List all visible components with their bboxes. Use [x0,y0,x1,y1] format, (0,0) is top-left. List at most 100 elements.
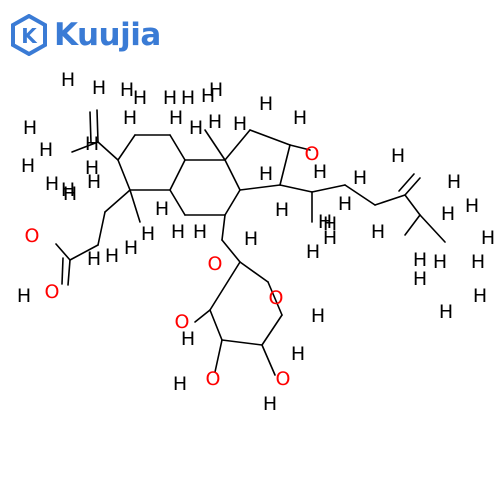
hydrogen-atom-label: H [259,93,273,115]
hydrogen-atom-label: H [471,251,485,273]
hydrogen-atom-label: H [45,173,59,195]
bond-layer [55,109,446,376]
hydrogen-atom-label: H [259,163,273,185]
hydrogen-atom-label: H [338,193,352,215]
bond-line [261,314,283,346]
hydrogen-atom-label: H [391,145,405,167]
bond-line [97,141,119,161]
bond-line [204,129,226,161]
hydrogen-atom-label: H [105,245,119,267]
hydrogen-atom-label: H [371,221,385,243]
bond-line [221,239,241,263]
bond-line [169,159,186,191]
hydrogen-atom-label: H [133,87,147,109]
oxygen-atom-label: O [175,311,190,333]
hydrogen-atom-label: H [21,155,35,177]
bond-line [374,194,406,206]
hydrogen-atom-label: H [313,161,327,183]
bond-line [311,184,346,193]
bond-line [279,184,313,193]
bond-line [209,309,223,341]
bond-line [214,339,223,373]
bond-line [71,141,99,153]
hydrogen-atom-label: H [87,248,101,270]
bond-line [404,214,421,236]
bond-line [398,173,415,192]
hydrogen-atom-label: H [181,87,195,109]
bond-line [279,144,291,186]
hydrogen-atom-label: H [447,171,461,193]
bond-line [239,184,281,191]
bond-line [221,214,226,241]
hydrogen-atom-label: H [201,85,215,107]
hydrogen-atom-label: H [413,249,427,271]
bond-line [267,281,283,316]
hydrogen-atom-label: H [306,241,320,263]
hydrogen-atom-label: H [323,227,337,249]
hydrogen-atom-label: H [17,285,31,307]
hydrogen-atom-label: H [169,107,183,129]
hydrogen-atom-label: H [181,328,195,350]
hydrogen-atom-label: H [311,305,325,327]
hydrogen-atom-label: H [208,111,222,133]
bond-line [224,189,241,216]
bond-line [344,184,376,206]
hydrogen-atom-label: H [124,237,138,259]
hydrogen-atom-label: H [193,221,207,243]
hydrogen-atom-label: H [439,301,453,323]
bond-line [89,111,92,144]
hydrogen-atom-label: H [465,195,479,217]
oxygen-atom-label: O [25,225,40,247]
kuujia-logo: K Kuujia [10,12,161,58]
oxygen-atom-label: O [208,253,223,275]
bond-line [224,129,251,161]
bond-line [404,177,421,196]
hydrogen-atom-label: H [85,157,99,179]
oxygen-atom-label: O [45,281,60,303]
bond-line [209,261,241,311]
hydrogen-atom-label: H [293,107,307,129]
bond-line [221,339,263,346]
bond-line [169,134,186,161]
hydrogen-atom-label: H [244,228,258,250]
hydrogen-atom-label: H [353,167,367,189]
bond-line [419,214,446,243]
hydrogen-atom-label: H [441,203,455,225]
oxygen-atom-label: O [269,287,284,309]
brand-name: Kuujia [54,17,161,53]
hydrogen-atom-label: H [61,69,75,91]
bond-line [97,211,106,246]
hydrogen-atom-label: H [92,77,106,99]
hydrogen-atom-label: H [23,117,37,139]
hydrogen-atom-label: H [433,251,447,273]
hexagon-k-logo-icon: K [11,14,47,56]
bond-line [67,259,71,286]
oxygen-atom-label: O [305,143,320,165]
hydrogen-atom-label: H [87,171,101,193]
hydrogen-atom-label: H [61,179,75,201]
bond-line [117,159,131,191]
hydrogen-atom-label: H [171,221,185,243]
bond-line [55,243,71,261]
hydrogen-atom-label: H [189,117,203,139]
bond-line [69,244,99,261]
hydrogen-atom-label: H [209,79,223,101]
bond-line [261,344,276,376]
hydrogen-atom-label: H [63,183,77,205]
hydrogen-atom-label: H [120,79,134,101]
hydrogen-atom-label: H [141,223,155,245]
bond-line [61,257,64,285]
hydrogen-atom-label: H [85,133,99,155]
oxygen-atom-label: O [206,368,221,390]
hydrogen-atom-label: H [481,227,495,249]
bond-line [289,144,311,151]
hydrogen-atom-label: H [323,213,337,235]
hydrogen-atom-label: H [291,343,305,365]
bond-line [239,261,269,283]
hydrogen-atom-label: H [39,139,53,161]
bond-line [404,194,421,216]
hydrogen-atom-label: H [413,268,427,290]
bond-line [194,309,211,323]
